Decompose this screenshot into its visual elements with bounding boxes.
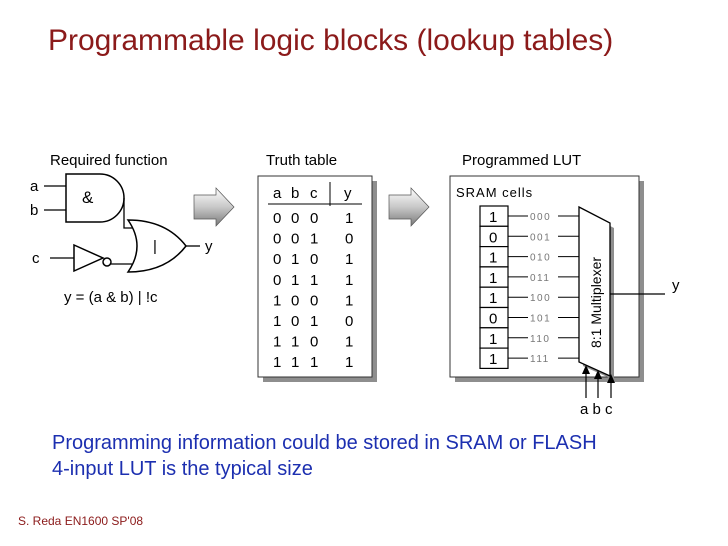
multiplexer-label: 8:1 Multiplexer — [588, 257, 604, 348]
and-gate — [65, 173, 125, 223]
input-label-b: b — [30, 202, 38, 219]
note-line-2: 4-input LUT is the typical size — [52, 458, 313, 480]
tt-header-c: c — [310, 185, 318, 202]
tt-cell: 0 — [345, 231, 353, 248]
tt-cell: 1 — [310, 354, 318, 371]
tt-cell: 0 — [273, 272, 281, 289]
mux-address-label: 001 — [530, 232, 551, 243]
function-output-label: y — [205, 238, 213, 255]
tt-cell: 1 — [345, 251, 353, 268]
input-label-a: a — [30, 178, 39, 195]
footer-credit: S. Reda EN1600 SP'08 — [18, 514, 144, 528]
mux-address-label: 000 — [530, 212, 551, 223]
sram-cells-label: SRAM cells — [456, 185, 533, 200]
tt-cell: 1 — [345, 210, 353, 227]
tt-cell: 1 — [345, 272, 353, 289]
mux-address-label: 010 — [530, 253, 551, 264]
tt-header-a: a — [273, 185, 282, 202]
tt-cell: 1 — [345, 292, 353, 309]
address-label-bg — [528, 229, 558, 242]
programmed-lut-heading: Programmed LUT — [462, 152, 582, 169]
tt-cell: 0 — [345, 313, 353, 330]
address-label-bg — [528, 351, 558, 364]
address-label-bg — [528, 269, 558, 282]
input-label-c: c — [32, 250, 40, 267]
page-title: Programmable logic blocks (lookup tables… — [48, 24, 614, 57]
address-label-bg — [528, 290, 558, 303]
address-label-bg — [528, 330, 558, 343]
sram-cell-value: 1 — [489, 209, 497, 226]
tt-cell: 0 — [273, 251, 281, 268]
select-label: a b c — [580, 401, 613, 418]
mux-address-label: 110 — [530, 334, 550, 345]
tt-cell: 1 — [273, 313, 281, 330]
tt-cell: 0 — [310, 292, 318, 309]
tt-cell: 0 — [273, 231, 281, 248]
tt-cell: 1 — [291, 354, 299, 371]
tt-cell: 0 — [310, 334, 318, 351]
truth-table-headers: a b c y — [273, 185, 352, 202]
tt-cell: 1 — [310, 272, 318, 289]
tt-cell: 1 — [291, 251, 299, 268]
mux-address-label: 100 — [530, 293, 551, 304]
mux-address-label: 011 — [530, 273, 550, 284]
tt-cell: 0 — [291, 210, 299, 227]
sram-cell-value: 0 — [489, 311, 497, 328]
sram-cell-value: 1 — [489, 250, 497, 267]
tt-cell: 1 — [273, 292, 281, 309]
tt-cell: 0 — [310, 210, 318, 227]
truth-table-box — [257, 175, 373, 378]
tt-cell: 0 — [291, 231, 299, 248]
arrow-icon — [193, 187, 235, 227]
address-label-bg — [528, 249, 558, 262]
tt-cell: 1 — [273, 354, 281, 371]
note-line-1: Programming information could be stored … — [52, 432, 597, 454]
select-lines — [582, 365, 615, 398]
sram-cell-value: 1 — [489, 290, 497, 307]
not-bubble — [102, 257, 112, 267]
tt-cell: 0 — [291, 313, 299, 330]
not-gate — [73, 243, 105, 273]
tt-cell: 1 — [310, 313, 318, 330]
tt-cell: 1 — [345, 354, 353, 371]
mux-address-label: 111 — [530, 354, 550, 365]
function-equation: y = (a & b) | !c — [64, 289, 158, 306]
tt-cell: 0 — [310, 251, 318, 268]
tt-header-y: y — [344, 185, 352, 202]
sram-cell-value: 1 — [489, 270, 497, 287]
mux-address-label: 101 — [530, 314, 551, 325]
sram-cell-value: 1 — [489, 351, 497, 368]
tt-cell: 0 — [273, 210, 281, 227]
sram-cell-value: 1 — [489, 331, 497, 348]
tt-cell: 1 — [310, 231, 318, 248]
lut-output-label: y — [672, 277, 680, 294]
tt-cell: 1 — [273, 334, 281, 351]
sram-cell-value: 0 — [489, 229, 497, 246]
and-symbol: & — [82, 188, 94, 207]
or-symbol: | — [153, 238, 157, 255]
truth-table-heading: Truth table — [266, 152, 338, 169]
arrow-icon — [388, 187, 430, 227]
tt-cell: 1 — [291, 272, 299, 289]
tt-cell: 0 — [291, 292, 299, 309]
gate-network — [44, 173, 200, 273]
tt-header-b: b — [291, 185, 299, 202]
tt-cell: 1 — [291, 334, 299, 351]
required-function-heading: Required function — [50, 152, 168, 169]
multiplexer — [578, 205, 611, 378]
address-label-bg — [528, 209, 558, 221]
tt-cell: 1 — [345, 334, 353, 351]
or-gate — [126, 219, 187, 273]
address-label-bg — [528, 310, 558, 323]
